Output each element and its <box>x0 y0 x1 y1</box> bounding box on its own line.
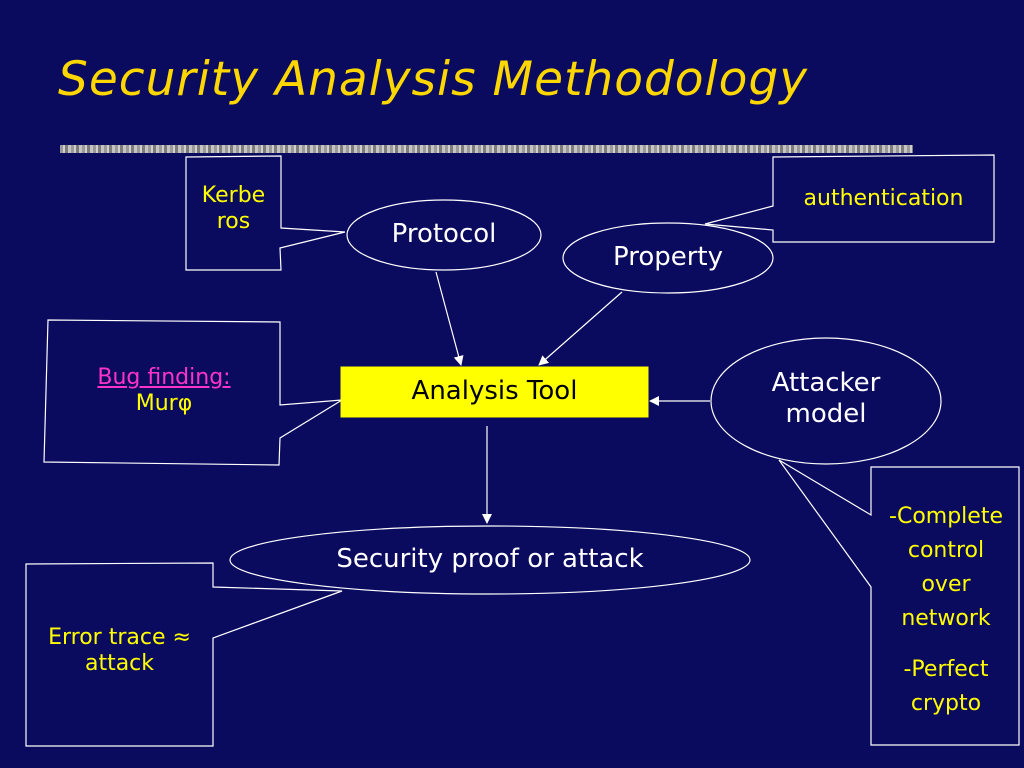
assumption-line-2: control <box>907 538 985 563</box>
analysis-tool-label: Analysis Tool <box>411 376 578 406</box>
protocol-label: Protocol <box>391 219 497 249</box>
assumption-line-5: -Perfect <box>903 657 989 682</box>
assumption-line-3: over <box>921 572 971 597</box>
authentication-label: authentication <box>803 186 964 211</box>
error-trace-label: Error trace ≈ attack <box>26 625 213 678</box>
bug-finding-link[interactable]: Bug finding: <box>97 365 231 390</box>
kerberos-line2: ros <box>216 209 251 235</box>
authentication-callout-box <box>704 154 995 243</box>
attacker-model-line1: Attacker <box>771 368 881 398</box>
attacker-model-node <box>710 337 942 465</box>
kerberos-callout-box <box>185 155 346 271</box>
assumption-line-1: -Complete <box>889 504 1003 529</box>
bug-finding-label: Bug finding: Murφ <box>48 365 280 418</box>
kerberos-label: Kerbe ros <box>186 183 281 236</box>
result-node <box>229 525 751 595</box>
attacker-assumptions-callout-box <box>778 459 1020 746</box>
title-divider <box>60 145 913 153</box>
bug-finding-callout-box <box>43 319 343 466</box>
property-node <box>562 222 774 294</box>
kerberos-line1: Kerbe <box>201 183 266 208</box>
attacker-assumptions-label: -Complete control over network -Perfect … <box>871 500 1021 721</box>
property-to-tool-arrow <box>538 291 623 366</box>
analysis-tool-box <box>340 366 649 418</box>
attacker-model-label: Attacker model <box>711 368 941 430</box>
assumption-line-6: crypto <box>910 691 982 716</box>
result-label: Security proof or attack <box>336 544 644 574</box>
protocol-node <box>346 199 542 271</box>
protocol-to-tool-arrow <box>435 271 464 366</box>
slide-title: Security Analysis Methodology <box>58 52 809 107</box>
error-trace-callout-box <box>25 562 343 747</box>
error-trace-line1: Error trace ≈ <box>48 625 191 650</box>
property-label: Property <box>612 242 724 272</box>
attacker-model-line2: model <box>785 399 867 430</box>
error-trace-line2: attack <box>84 651 155 677</box>
assumption-line-4: network <box>901 606 991 631</box>
murphi-label: Murφ <box>135 391 193 417</box>
